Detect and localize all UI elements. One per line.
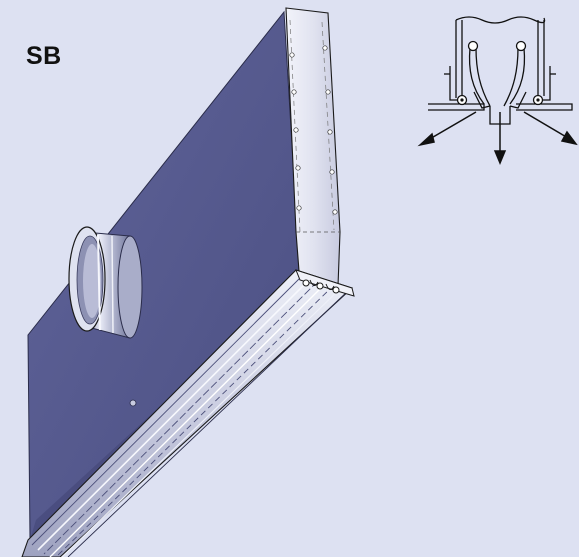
duct-spigot <box>68 226 143 339</box>
end-cap-rivets <box>289 45 338 215</box>
slot-rails <box>31 275 351 557</box>
airflow-arrow-right <box>523 111 569 139</box>
panel-screw <box>129 399 137 407</box>
airflow-arrow-left <box>427 111 477 141</box>
slot-diffuser-airflow-section-icon <box>417 16 578 165</box>
product-type-label: SB <box>26 42 62 70</box>
slot-profile-end <box>295 269 355 297</box>
